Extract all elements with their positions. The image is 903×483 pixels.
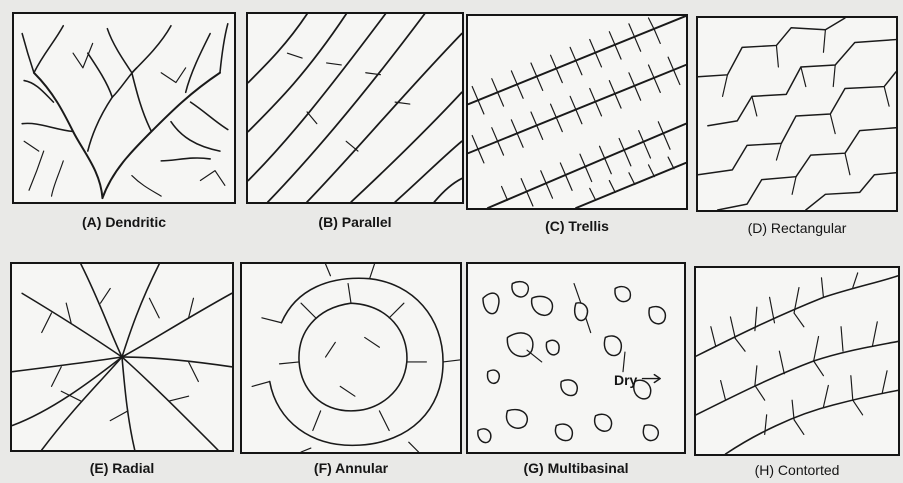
rectangular-drainage-drawing [698, 18, 896, 210]
panel-multibasinal: Dry [466, 262, 686, 454]
caption-radial: (E) Radial [10, 460, 234, 476]
annular-drainage-drawing [242, 264, 460, 452]
panel-parallel [246, 12, 464, 204]
panel-radial [10, 262, 234, 452]
panel-rectangular [696, 16, 898, 212]
caption-multibasinal: (G) Multibasinal [466, 460, 686, 476]
dry-annotation: Dry [614, 372, 637, 388]
caption-contorted: (H) Contorted [694, 462, 900, 478]
caption-dendritic: (A) Dendritic [12, 214, 236, 230]
caption-rectangular: (D) Rectangular [696, 220, 898, 236]
radial-drainage-drawing [12, 264, 232, 450]
panel-annular [240, 262, 462, 454]
caption-trellis: (C) Trellis [466, 218, 688, 234]
panel-trellis [466, 14, 688, 210]
parallel-drainage-drawing [248, 14, 462, 202]
caption-parallel: (B) Parallel [246, 214, 464, 230]
panel-contorted [694, 266, 900, 456]
trellis-drainage-drawing [468, 16, 686, 208]
dendritic-drainage-drawing [14, 14, 234, 202]
contorted-drainage-drawing [696, 268, 898, 454]
caption-annular: (F) Annular [240, 460, 462, 476]
panel-dendritic [12, 12, 236, 204]
multibasinal-drainage-drawing [468, 264, 684, 452]
